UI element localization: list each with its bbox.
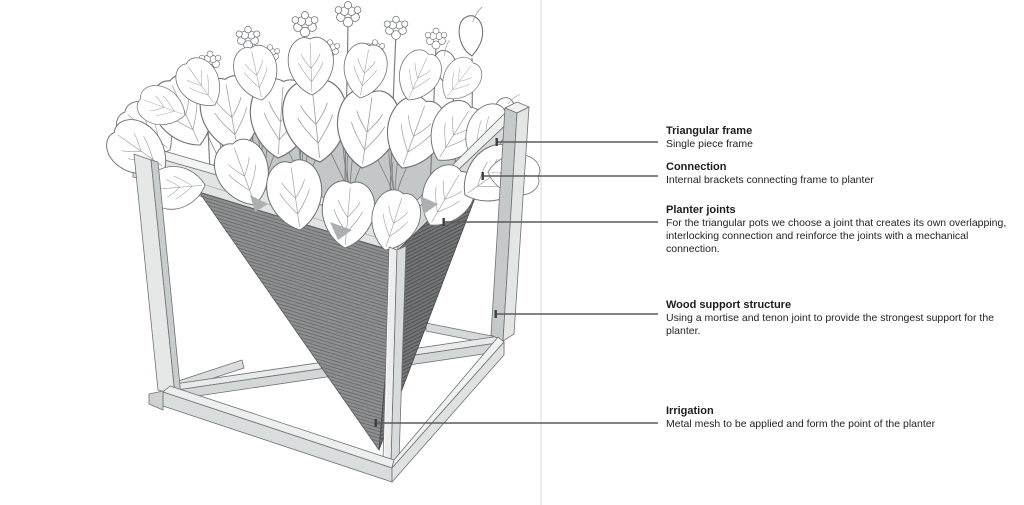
- leader-lines: [374, 138, 658, 427]
- leader-line-irrigation: [374, 419, 658, 427]
- leader-line-triangular-frame: [495, 138, 658, 146]
- annotation-wood-support-structure: Wood support structure Using a mortise a…: [666, 299, 1020, 338]
- annotation-title: Triangular frame: [666, 125, 753, 137]
- annotation-connection: Connection Internal brackets connecting …: [666, 161, 996, 187]
- annotation-body: Single piece frame: [666, 138, 753, 150]
- plants-front: [98, 110, 542, 258]
- annotation-title: Irrigation: [666, 405, 714, 417]
- annotation-body: Internal brackets connecting frame to pl…: [666, 174, 874, 186]
- annotation-body: Using a mortise and tenon joint to provi…: [666, 312, 995, 337]
- leader-line-wood-support: [494, 310, 658, 318]
- annotation-triangular-frame: Triangular frame Single piece frame: [666, 125, 966, 151]
- base-rails: [148, 336, 505, 483]
- annotation-irrigation: Irrigation Metal mesh to be applied and …: [666, 405, 1006, 431]
- annotation-body: For the triangular pots we choose a join…: [666, 217, 1007, 255]
- leader-line-planter-joints: [442, 218, 658, 226]
- annotation-title: Wood support structure: [666, 299, 792, 311]
- annotation-body: Metal mesh to be applied and form the po…: [666, 418, 936, 430]
- leader-line-connection: [481, 172, 658, 180]
- annotation-title: Planter joints: [666, 204, 736, 216]
- annotation-title: Connection: [666, 161, 727, 173]
- annotation-planter-joints: Planter joints For the triangular pots w…: [666, 204, 1020, 256]
